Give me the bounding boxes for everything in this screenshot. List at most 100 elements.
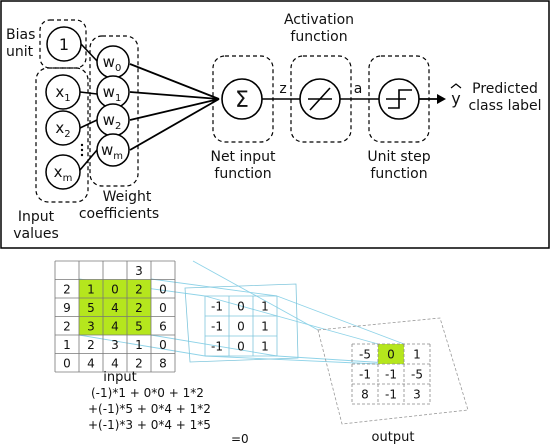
input-cell: 0	[63, 356, 71, 370]
w1-to-sum-edge	[129, 91, 220, 100]
input-cell: 1	[63, 338, 71, 352]
unit-step-label-line1: Unit step	[367, 149, 430, 165]
kernel-cell: 0	[237, 320, 245, 334]
input-nodes: x1 x2 xm	[45, 74, 81, 190]
highlighted-cell	[378, 344, 404, 364]
weight-node-wm-label: wm	[101, 141, 123, 162]
input-cell: 5	[87, 301, 95, 315]
highlighted-cell	[103, 298, 127, 317]
kernel-cell: -1	[211, 340, 223, 354]
input-node-xm	[45, 154, 81, 190]
perceptron-diagram: 1 x1 x2 xm w0 w1 w2 wm Σ z	[0, 0, 550, 249]
input-cell: 0	[159, 282, 167, 296]
x1-to-w1-edge	[79, 91, 98, 95]
equation-result: =0	[231, 432, 249, 445]
kernel-plane	[184, 283, 299, 363]
projection-line	[150, 334, 278, 357]
input-cell: 3	[135, 264, 143, 278]
projection-line	[150, 278, 278, 297]
predicted-label-line2: class label	[468, 98, 541, 114]
weight-coefficients-label-line1: Weight	[103, 189, 152, 205]
z-label: z	[279, 81, 286, 97]
w0-to-sum-edge	[129, 63, 220, 100]
output-cell: -1	[359, 368, 371, 382]
sum-icon: Σ	[235, 88, 249, 113]
input-cell: 2	[135, 356, 143, 370]
kernel-cell: 1	[261, 320, 269, 334]
unit-step-label-line2: function	[370, 166, 427, 182]
highlighted-cell	[127, 298, 151, 317]
output-cell: -1	[385, 368, 397, 382]
highlighted-cell	[79, 316, 103, 335]
output-cell: -5	[411, 368, 423, 382]
input-cell: 1	[135, 338, 143, 352]
weight-nodes: w0 w1 w2 wm	[96, 45, 130, 167]
arrow-head-icon	[437, 94, 446, 104]
input-cell: 2	[87, 338, 95, 352]
input-node-x2	[45, 110, 81, 146]
perceptron-frame	[0, 0, 550, 249]
kernel-cell: 0	[237, 340, 245, 354]
bias-unit-label-line1: Bias	[6, 27, 35, 43]
weight-node-w2-label: w2	[103, 111, 122, 132]
input-label: input	[103, 370, 136, 385]
projection-line	[204, 295, 379, 345]
w2-to-sum-edge	[129, 98, 220, 121]
input-cell: 3	[111, 338, 119, 352]
xm-to-wm-edge	[79, 149, 98, 171]
kernel-cell: 1	[261, 300, 269, 314]
bias-node-label: 1	[59, 35, 69, 54]
ellipsis-dot	[80, 153, 84, 157]
input-node-x1-label: x1	[55, 83, 70, 104]
equation-line-1: (-1)*1 + 0*0 + 1*2	[91, 386, 204, 400]
equation-line-2: +(-1)*5 + 0*4 + 1*2	[88, 402, 211, 416]
net-input-label-line2: function	[214, 166, 271, 182]
input-cell: 0	[111, 282, 119, 296]
input-cell: 2	[63, 282, 71, 296]
x2-to-w2-edge	[79, 119, 98, 129]
activation-function-label-line1: Activation	[284, 12, 354, 28]
linear-activation-icon	[309, 87, 331, 111]
equation-line-3: +(-1)*3 + 0*4 + 1*5	[88, 418, 211, 432]
projection-lines	[78, 260, 405, 365]
ellipsis-dot	[80, 143, 84, 147]
highlighted-cell	[103, 316, 127, 335]
output-label: output	[372, 430, 415, 445]
input-node-xm-label: xm	[54, 163, 73, 184]
input-cell: 4	[111, 319, 119, 333]
input-cell: 1	[87, 282, 95, 296]
input-cell: 4	[111, 301, 119, 315]
output-cell: -1	[385, 388, 397, 402]
step-function-icon	[386, 89, 412, 109]
output-plane	[317, 317, 469, 425]
input-node-x2-label: x2	[55, 119, 70, 140]
input-cell: 8	[159, 356, 167, 370]
projection-line	[276, 295, 405, 345]
input-values-label-line2: values	[13, 226, 59, 242]
bias-node	[46, 26, 82, 62]
input-group-box	[35, 67, 89, 203]
weight-group-box	[89, 35, 139, 187]
ellipsis-dot	[80, 148, 84, 152]
input-node-x1	[45, 74, 81, 110]
projection-line	[78, 334, 206, 357]
output-cell: 0	[387, 348, 395, 362]
weight-node-wm	[96, 133, 130, 167]
highlighted-cell	[79, 298, 103, 317]
hat-accent-icon	[450, 83, 462, 89]
input-cell: 6	[159, 319, 167, 333]
output-cell: -5	[359, 348, 371, 362]
input-cell: 2	[135, 301, 143, 315]
net-input-label-line1: Net input	[210, 149, 276, 165]
a-label: a	[354, 81, 363, 97]
bias-unit-label-line2: unit	[6, 44, 34, 60]
weight-node-w0-label: w0	[103, 53, 122, 74]
input-cell: 0	[159, 338, 167, 352]
wm-to-sum-edge	[129, 98, 220, 151]
kernel-cell: 1	[261, 340, 269, 354]
input-values-label-line1: Input	[18, 209, 55, 225]
output-cell: 8	[361, 388, 369, 402]
